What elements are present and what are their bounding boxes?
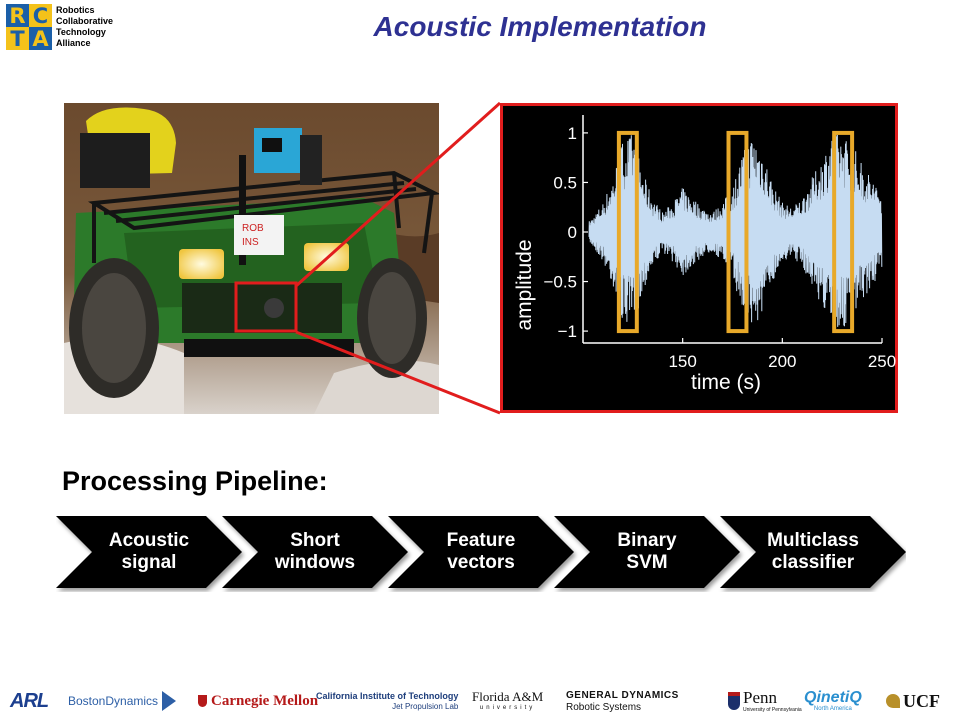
ucf-logo: UCF (886, 684, 940, 718)
plot-axes: 1 0.5 0 −0.5 −1 150 200 250 (543, 115, 896, 371)
rcta-logo-mark: R C T A (6, 4, 52, 51)
x-tick-label-1: 150 (668, 352, 696, 371)
step-3-line-2: vectors (447, 552, 515, 573)
carnegie-mellon-logo: Carnegie Mellon (198, 684, 318, 718)
rcta-word-4: Alliance (56, 38, 91, 48)
qinetiq-text: QinetiQ (804, 689, 862, 706)
window-markers (616, 130, 855, 334)
penn-text: Penn (743, 688, 777, 707)
caltech-jpl-logo: California Institute of Technology Jet P… (316, 684, 458, 718)
step-2-line-1: Short (290, 530, 340, 551)
step-1-line-2: signal (121, 552, 177, 573)
window-marker-2 (726, 130, 749, 334)
window-marker-3 (832, 130, 855, 334)
amplitude-plot-canvas: 1 0.5 0 −0.5 −1 150 200 250 amplitude time (s) (500, 103, 898, 413)
cmu-shield-icon (198, 695, 207, 707)
gd-sub: Robotic Systems (566, 701, 642, 713)
rcta-letter-r: R (6, 4, 29, 28)
boston-dynamics-text: BostonDynamics (68, 694, 159, 708)
pipeline-chevrons (56, 516, 906, 588)
qinetiq-logo: QinetiQ North America (804, 684, 862, 718)
y-tick-label-3: 0 (568, 223, 577, 242)
plot-border (500, 103, 898, 413)
qinetiq-sub: North America (813, 706, 852, 712)
arl-logo-text: ARL (10, 689, 49, 712)
sponsor-logo-strip: ARL BostonDynamics Carnegie Mellon Calif… (0, 684, 960, 718)
step-1-line-1: Acoustic (108, 530, 190, 551)
slide-title: Acoustic Implementation (373, 11, 707, 42)
penn-shield-icon (728, 692, 740, 710)
florida-am-sub: university (479, 705, 536, 711)
pipeline-heading: Processing Pipeline: (62, 466, 328, 496)
chevron-step-2 (222, 516, 408, 588)
x-tick-label-3: 250 (868, 352, 896, 371)
rcta-letter-t: T (6, 27, 29, 51)
ucf-pegasus-icon (886, 694, 900, 708)
sign-text-2: INS (242, 237, 259, 248)
x-axis-label: time (s) (691, 371, 761, 394)
florida-am-logo: Florida A&M university (472, 684, 543, 718)
chevron-step-5 (720, 516, 906, 588)
step-5-line-1: Multiclass (767, 530, 859, 551)
chevron-step-3 (388, 516, 574, 588)
y-tick-label-4: −0.5 (543, 273, 577, 292)
penn-logo: Penn University of Pennsylvania (728, 684, 802, 718)
vehicle-photo: ROB INS (64, 103, 439, 414)
zoom-line-top (294, 101, 502, 288)
y-tick-label-1: 1 (568, 124, 577, 143)
rcta-letter-c: C (29, 4, 52, 28)
x-tick-label-2: 200 (768, 352, 796, 371)
vehicle-photo-drawing: ROB INS (64, 103, 439, 414)
step-3-line-1: Feature (446, 530, 516, 551)
carnegie-mellon-text: Carnegie Mellon (211, 692, 319, 709)
chevron-step-1 (56, 516, 242, 588)
window-marker-1 (616, 130, 639, 334)
boston-dynamics-logo: BostonDynamics (68, 684, 177, 718)
ucf-text: UCF (903, 690, 940, 711)
penn-wordmark: Penn University of Pennsylvania (743, 688, 802, 714)
y-tick-label-2: 0.5 (553, 173, 577, 192)
step-4-line-2: SVM (626, 552, 668, 573)
step-5-line-2: classifier (771, 552, 855, 573)
step-4-line-1: Binary (617, 530, 677, 551)
y-axis-label: amplitude (513, 239, 536, 330)
general-dynamics-logo: GENERAL DYNAMICS Robotic Systems (566, 684, 679, 718)
rcta-logo: R C T A Robotics Collaborative Technolog… (6, 4, 136, 51)
rcta-word-2: Collaborative (56, 16, 114, 26)
rcta-wordmark: Robotics Collaborative Technology Allian… (56, 5, 113, 49)
zoom-line-bottom (295, 330, 501, 415)
y-tick-label-5: −1 (558, 322, 577, 341)
step-2-line-2: windows (274, 552, 356, 573)
jpl-text: Jet Propulsion Lab (392, 701, 459, 711)
arl-logo: ARL (10, 684, 49, 718)
rcta-word-1: Robotics (56, 5, 95, 15)
penn-sub: University of Pennsylvania (743, 707, 802, 713)
caltech-text: California Institute of Technology (316, 690, 459, 701)
boston-dynamics-icon (162, 691, 177, 711)
rcta-word-3: Technology (56, 27, 106, 37)
rcta-letter-a: A (29, 27, 52, 51)
florida-am-text: Florida A&M (472, 689, 544, 704)
gd-text: GENERAL DYNAMICS (566, 689, 679, 701)
sign-text-1: ROB (242, 223, 264, 234)
chevron-step-4 (554, 516, 740, 588)
amplitude-plot: 1 0.5 0 −0.5 −1 150 200 250 amplitude time (s) (500, 103, 898, 413)
